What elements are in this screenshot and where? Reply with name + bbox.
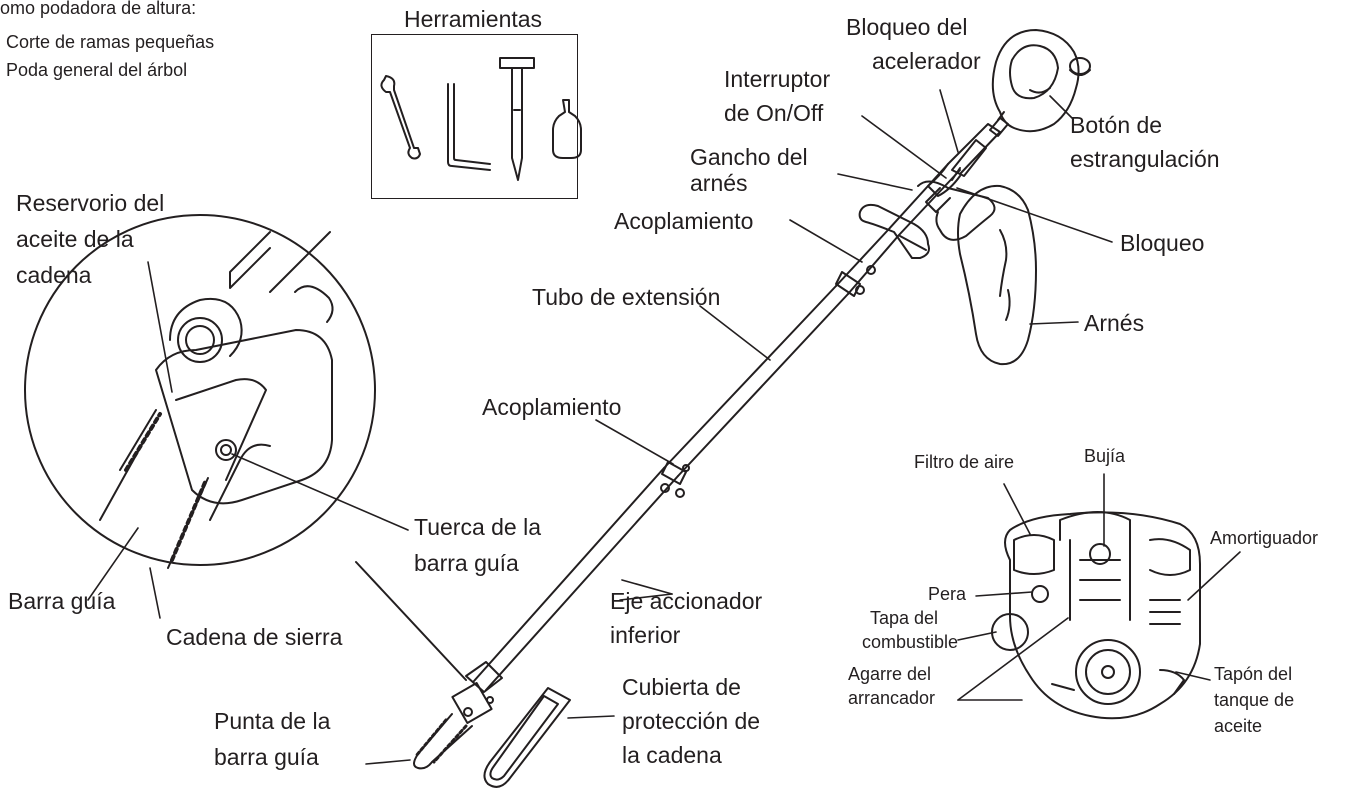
guide-bar-small [413, 713, 473, 770]
saw-head [451, 661, 503, 724]
tools-box [371, 34, 578, 199]
intro-line-1: omo podadora de altura: [0, 0, 197, 18]
coupling-top [835, 265, 876, 297]
label-tubo: Tubo de extensión [532, 284, 721, 310]
label-interruptor-1: Interruptor [724, 66, 831, 92]
label-reservorio-1: Reservorio del [16, 190, 165, 216]
detail-connector [355, 561, 467, 681]
intro-line-3: Poda general del árbol [6, 60, 188, 80]
label-punta-1: Punta de la [214, 708, 331, 734]
label-cubierta-3: la cadena [622, 742, 722, 768]
label-bloqueo-acelerador-2: acelerador [872, 48, 981, 74]
label-interruptor-2: de On/Off [724, 100, 824, 126]
label-boton-1: Botón de [1070, 112, 1163, 138]
label-tapon-3: aceite [1214, 716, 1263, 736]
upper-shaft [887, 123, 1001, 236]
label-cubierta-2: protección de [622, 708, 761, 734]
extension-tube [473, 229, 900, 691]
engine-detail [991, 511, 1201, 720]
leader-lines [87, 89, 1241, 765]
label-tuerca-1: Tuerca de la [414, 514, 541, 540]
label-arnes: Arnés [1084, 310, 1145, 336]
label-boton-2: estrangulación [1070, 146, 1220, 172]
oil-bottle-icon [552, 99, 582, 159]
label-eje-2: inferior [610, 622, 681, 648]
label-acoplamiento-mid: Acoplamiento [482, 394, 622, 420]
label-tapa-1: Tapa del [870, 608, 939, 628]
chain-cover [483, 687, 571, 788]
label-gancho-2: arnés [690, 170, 748, 196]
label-tapon-1: Tapón del [1214, 664, 1293, 684]
label-barra: Barra guía [8, 588, 116, 614]
label-bloqueo-acelerador-1: Bloqueo del [846, 14, 968, 40]
label-gancho-1: Gancho del [690, 144, 808, 170]
label-agarre-1: Agarre del [848, 664, 932, 684]
label-reservorio-2: aceite de la [16, 226, 134, 252]
detail-circle [24, 214, 376, 566]
label-cadena-sierra: Cadena de sierra [166, 624, 343, 650]
label-agarre-2: arrancador [848, 688, 936, 708]
label-eje-1: Eje accionador [610, 588, 763, 614]
label-reservorio-3: cadena [16, 262, 92, 288]
front-handle [858, 203, 930, 259]
label-pera: Pera [928, 584, 967, 604]
t-wrench-icon [499, 57, 535, 181]
label-acoplamiento-top: Acoplamiento [614, 208, 754, 234]
rear-handle [951, 111, 1009, 177]
label-tapon-2: tanque de [1214, 690, 1295, 710]
intro-line-2: Corte de ramas pequeñas [6, 32, 215, 52]
label-bujia: Bujía [1084, 446, 1126, 466]
tools-title: Herramientas [404, 6, 543, 32]
label-bloqueo: Bloqueo [1120, 230, 1205, 256]
wrench-icon [380, 75, 421, 160]
label-amortiguador: Amortiguador [1210, 528, 1319, 548]
label-tapa-2: combustible [862, 632, 959, 652]
coupling-mid [660, 461, 690, 498]
label-cubierta-1: Cubierta de [622, 674, 741, 700]
detail-content [99, 231, 334, 569]
engine-top [991, 29, 1091, 133]
label-punta-2: barra guía [214, 744, 319, 770]
harness-strap [917, 180, 1037, 366]
label-tuerca-2: barra guía [414, 550, 519, 576]
label-filtro: Filtro de aire [914, 452, 1015, 472]
hex-key-icon [447, 83, 491, 171]
